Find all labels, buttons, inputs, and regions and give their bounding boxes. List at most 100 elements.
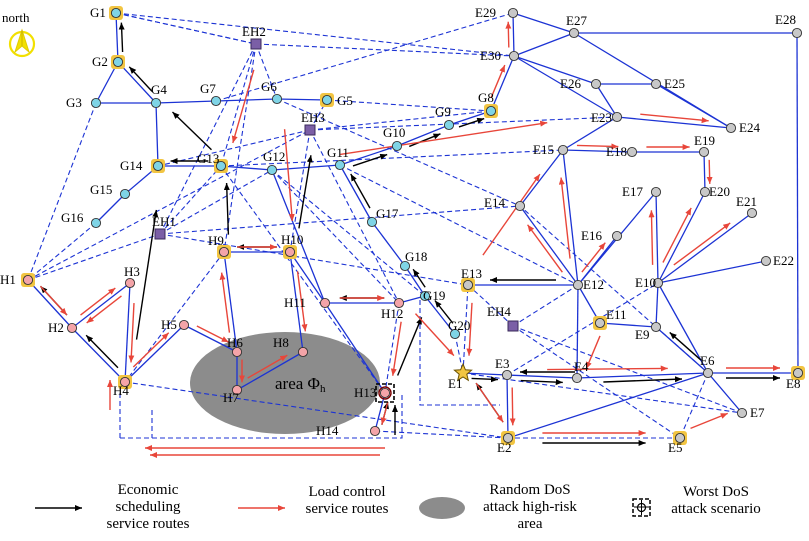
node-e28: E28 [775,12,803,39]
solid-link [657,212,753,284]
solid-link [490,55,515,112]
node-g9: G9 [435,104,455,131]
solid-link [506,374,509,439]
route-arrow [296,271,308,332]
north-compass-icon [8,28,36,58]
node-e15: E15 [533,142,569,157]
node-label: E21 [736,194,757,209]
node-label: E28 [775,12,796,27]
node-label: H14 [316,423,339,438]
node-label: E8 [786,376,800,391]
node-label: E29 [475,5,496,20]
dashed-link [27,222,97,281]
solid-link [95,193,126,224]
area-label: area Φh [275,374,326,395]
node-label: H5 [161,317,177,332]
route-arrow [409,133,441,148]
node-label: G7 [200,81,216,96]
route-arrow [527,224,563,273]
route-arrow [171,111,212,151]
node-label: G20 [448,318,470,333]
solid-link [276,98,328,101]
solid-link [462,372,508,376]
solid-link [215,98,278,102]
route-arrow [558,177,571,259]
route-arrow [585,335,601,370]
route-arrow [690,412,728,430]
route-arrow [509,387,516,426]
node-label: EH3 [301,110,325,125]
dashed-link [271,169,426,297]
node-label: H8 [273,335,289,350]
node-g17: G17 [366,206,399,228]
route-arrow [520,379,563,386]
solid-link [513,32,575,57]
route-arrow [196,325,229,343]
dashed-link [120,395,403,439]
route-arrow [547,365,668,372]
route-arrow [340,120,548,156]
solid-link [289,251,326,304]
solid-link [562,149,579,286]
solid-link [71,327,126,383]
dashed-link [289,129,311,253]
node-e6: E6 [700,353,715,379]
route-arrow [458,117,485,128]
node-e14: E14 [484,195,526,212]
node-e9: E9 [635,321,662,342]
node-label: H13 [354,385,376,400]
node-label: G17 [376,206,399,221]
solid-link [796,32,799,374]
route-arrow [396,317,423,376]
route-arrow [576,143,619,150]
solid-link [513,55,618,118]
node-label: G11 [327,145,349,160]
node-e24: E24 [725,120,760,135]
route-arrow [352,153,388,167]
node-eh1: EH1 [152,214,176,240]
solid-link [562,116,618,151]
node-e29: E29 [475,5,519,20]
node-e17: E17 [622,184,662,199]
node-label: E13 [461,266,482,281]
dashed-link [309,129,400,304]
solid-link [223,251,238,353]
node-label: G12 [263,149,285,164]
node-e21: E21 [736,194,758,219]
node-g6: G6 [261,79,283,105]
dashed-link [255,43,278,100]
solid-link [124,324,185,383]
node-g11: G11 [327,145,349,171]
node-g4: G4 [150,82,167,109]
dashed-link [326,99,492,112]
dashed-link [309,110,492,131]
dashed-link [220,43,257,167]
dashed-link [124,251,225,383]
node-label: G3 [66,95,82,110]
node-eh4: EH4 [487,304,519,332]
node-label: E16 [581,228,602,243]
route-arrow [231,69,255,144]
node-label: H6 [227,335,243,350]
solid-link [220,165,273,171]
dashed-link [115,12,515,57]
node-e12: E12 [572,277,604,292]
node-g3: G3 [66,95,102,110]
solid-link [519,149,564,207]
node-e5: E5 [668,431,687,455]
node-label: H1 [0,272,16,287]
node-label: E5 [668,440,682,455]
route-arrow [603,376,683,383]
node-e7: E7 [736,405,765,420]
node-h9: H9 [208,233,231,259]
solid-link [655,282,659,328]
node-g8: G8 [478,90,498,118]
node-h4: H4 [113,375,132,398]
node-label: E26 [560,76,581,91]
node-label: E23 [591,110,612,125]
solid-link [289,251,304,353]
node-g12: G12 [263,149,285,176]
dashed-link [374,430,509,439]
